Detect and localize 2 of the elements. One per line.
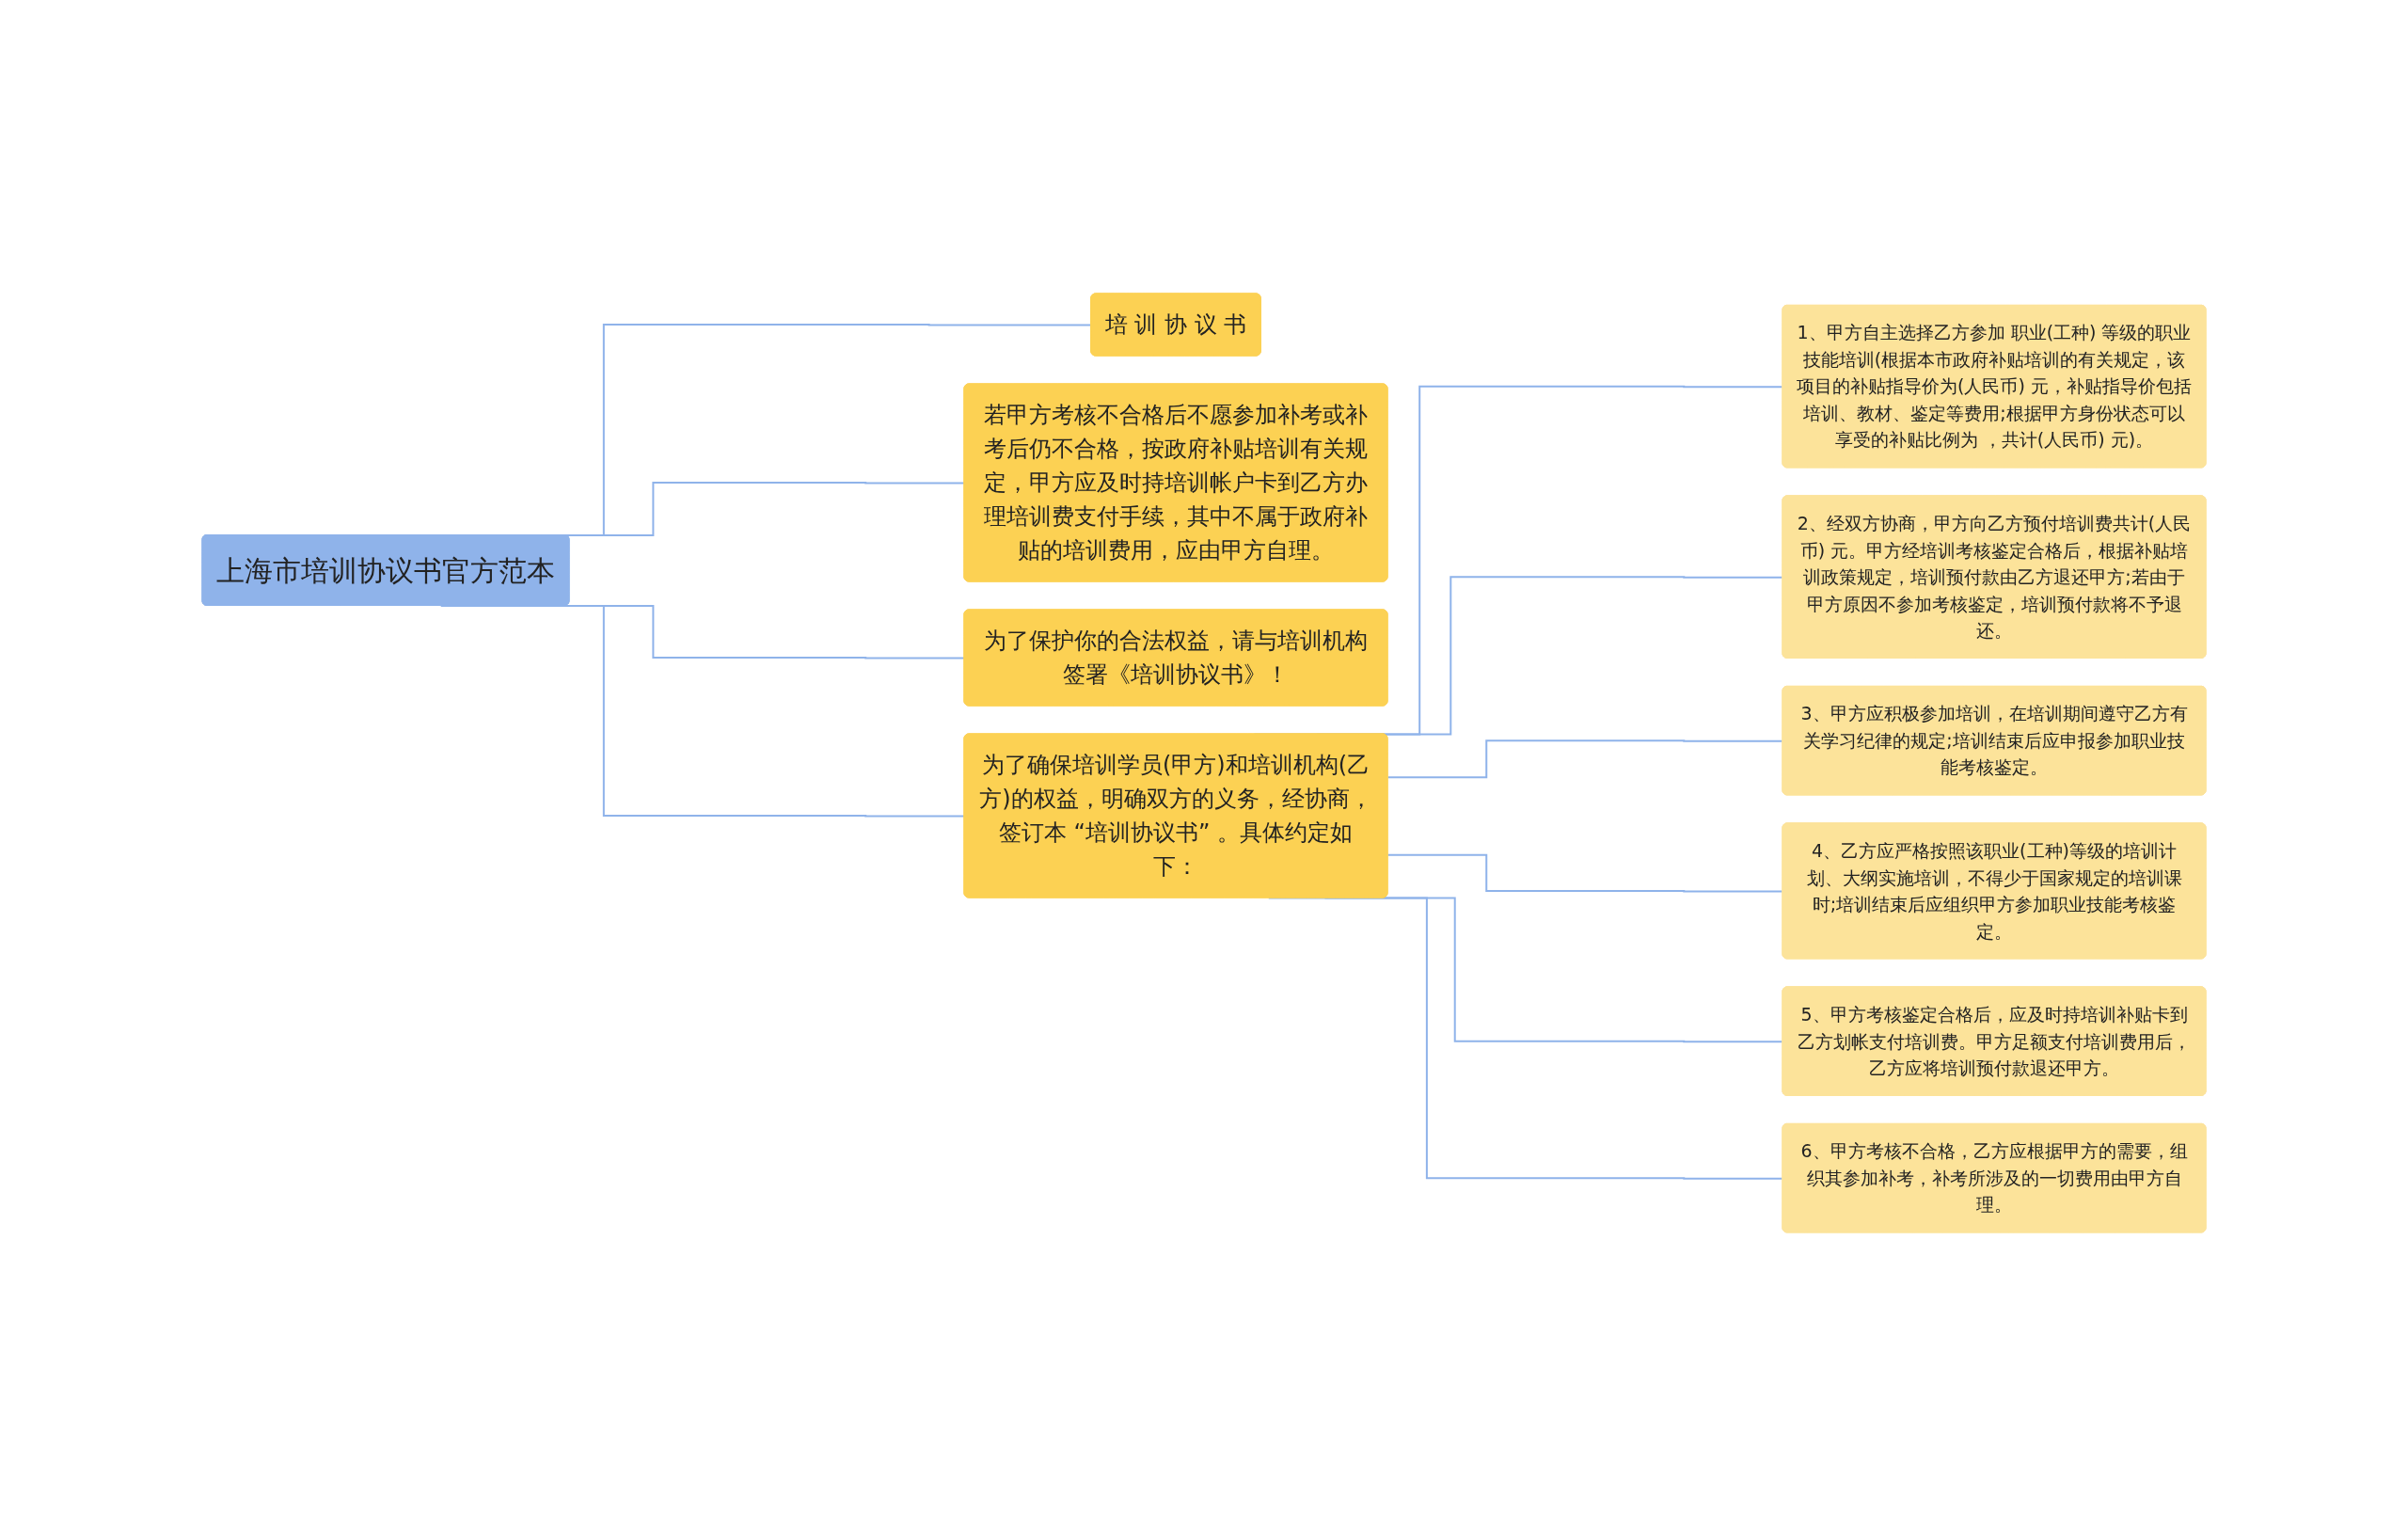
connector — [1386, 853, 1784, 893]
connector — [1386, 739, 1784, 779]
